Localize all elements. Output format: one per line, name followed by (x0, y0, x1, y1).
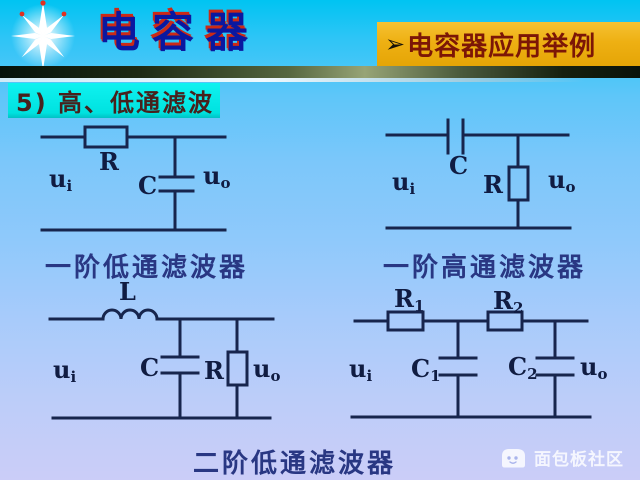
resistor1-symbol (386, 310, 425, 332)
circuit-wires (385, 118, 572, 230)
label-r: R (204, 356, 225, 385)
capacitor1-symbol (438, 319, 478, 419)
inductor-symbol (101, 308, 159, 321)
capacitor-symbol (446, 118, 465, 155)
capacitor2-symbol (535, 319, 575, 419)
bread-logo-icon (502, 448, 525, 467)
label-r2: R2 (493, 286, 523, 317)
label-uo: uo (580, 352, 607, 383)
resistor-symbol (83, 125, 129, 149)
starburst-red-tips (19, 0, 67, 17)
caption-first-order-lowpass: 一阶低通滤波器 (45, 253, 249, 283)
divider-bar (0, 66, 640, 78)
label-c2: C2 (508, 352, 538, 383)
caption-first-order-highpass: 一阶高通滤波器 (383, 253, 587, 283)
capacitor-symbol (158, 135, 195, 232)
label-ui: ui (349, 354, 372, 385)
arrowhead-icon: ➢ (385, 30, 406, 58)
caption-second-order-lowpass: 二阶低通滤波器 (193, 449, 397, 479)
page-title: 电容器 (98, 8, 261, 57)
starburst-icon (11, 0, 75, 70)
label-ui: ui (49, 164, 72, 195)
circuit-first-order-highpass: ui C R uo (385, 118, 575, 230)
starburst-rays (11, 2, 75, 70)
circuit-wires (350, 310, 592, 419)
topic-badge-label: 电容器应用举例 (407, 31, 597, 62)
resistor-symbol (226, 350, 249, 387)
section-label: 5) 高、低通滤波 (8, 83, 220, 118)
label-c: C (140, 353, 159, 382)
label-ui: ui (392, 167, 415, 198)
topic-badge: ➢ 电容器应用举例 (377, 22, 640, 66)
circuit-second-order-rc-lowpass: R1 R2 ui C1 C2 uo (349, 284, 607, 419)
resistor-symbol (507, 165, 530, 202)
capacitor-symbol (160, 317, 200, 420)
circuit-first-order-lowpass: ui R C uo (40, 125, 230, 232)
circuit-wires (48, 308, 275, 420)
label-uo: uo (253, 354, 280, 385)
label-uo: uo (203, 161, 230, 192)
label-r1: R1 (394, 284, 424, 315)
label-r: R (99, 147, 120, 176)
label-ui: ui (53, 355, 76, 386)
label-r: R (483, 170, 504, 199)
label-c1: C1 (411, 354, 441, 385)
label-c: C (138, 171, 157, 200)
resistor2-symbol (486, 310, 524, 332)
label-uo: uo (548, 165, 575, 196)
watermark: 面包板社区 (500, 445, 624, 470)
label-c: C (449, 151, 468, 180)
label-l: L (119, 277, 136, 306)
circuit-second-order-lc-lowpass: L ui C R uo (48, 277, 280, 420)
circuit-wires (40, 125, 227, 232)
divider-highlight (0, 78, 585, 82)
watermark-label: 面包板社区 (534, 450, 624, 470)
